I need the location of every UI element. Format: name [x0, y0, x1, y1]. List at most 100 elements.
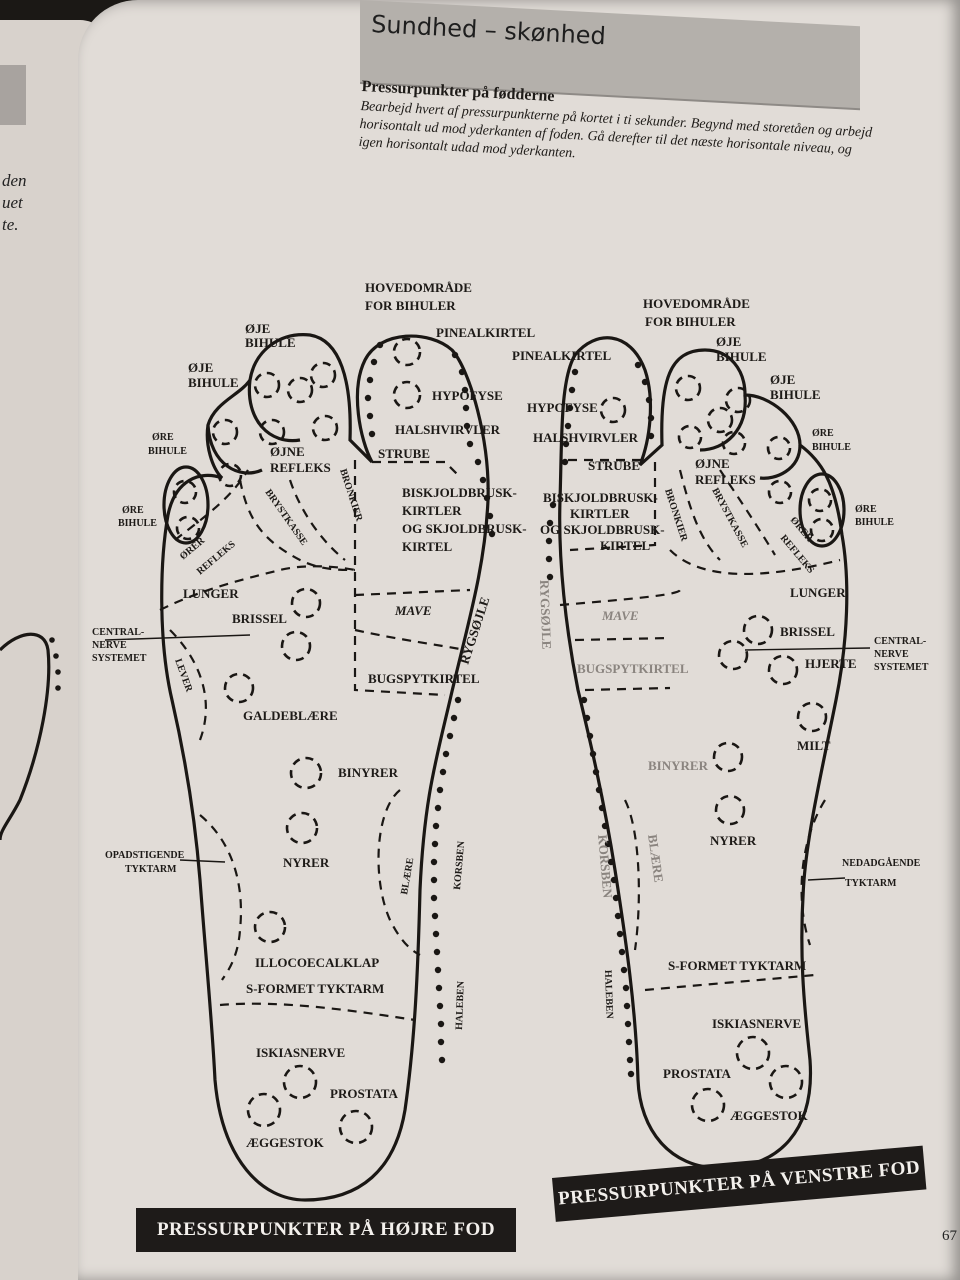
- left-zone-line: [669, 549, 841, 576]
- label-central: CENTRAL-: [874, 636, 926, 647]
- label-iskiasnerve: ISKIASNERVE: [256, 1045, 345, 1060]
- right-zone-line: [354, 628, 466, 652]
- left-text-line: uet: [2, 193, 23, 212]
- right-toe-5: [162, 465, 210, 545]
- label-bihule: BIHULE: [812, 442, 851, 453]
- label-oje: ØJE: [770, 372, 795, 387]
- label-haleben: HALEBEN: [602, 970, 615, 1020]
- label-haleben: HALEBEN: [454, 980, 467, 1030]
- page-number: 67: [942, 1228, 957, 1244]
- left-page-header-bar: [0, 65, 26, 125]
- label-prostata: PROSTATA: [330, 1086, 399, 1101]
- left-zone-line: [559, 588, 682, 607]
- right-zone-line: [219, 1002, 416, 1022]
- label-oje: ØJE: [188, 360, 213, 375]
- label-strube: STRUBE: [378, 446, 430, 461]
- label-bihule: BIHULE: [855, 517, 894, 528]
- left-zone-line: [644, 973, 816, 992]
- left-spine-dots: [545, 361, 655, 1078]
- left-text-line: den: [2, 171, 27, 190]
- label-oje: ØJE: [245, 321, 270, 336]
- label-bugspytkirtel: BUGSPYTKIRTEL: [368, 671, 480, 686]
- label-biskjoldbrusk: BISKJOLDBRUSK-: [543, 490, 658, 505]
- right-zone-line: [354, 588, 471, 597]
- label-hjerte: HJERTE: [805, 656, 857, 671]
- left-zone-line: [624, 799, 640, 951]
- right-zone-line: [238, 479, 356, 572]
- left-foot-outline: [558, 336, 849, 1170]
- label-pinealkirtel: PINEALKIRTEL: [512, 348, 612, 363]
- label-ojne: ØJNE: [270, 444, 305, 459]
- right-spine-dots: [364, 341, 496, 1064]
- left-page-text: den uet te.: [2, 170, 27, 236]
- label-korsben: KORSBEN: [595, 834, 616, 899]
- label-hypofyse: HYPOFYSE: [527, 400, 598, 415]
- label-nerve: NERVE: [92, 640, 127, 651]
- right-toe-3: [206, 424, 263, 475]
- left-zone-line: [678, 469, 721, 561]
- label-hovedomraade: HOVEDOMRÅDE: [643, 296, 750, 311]
- label-og-skjoldbrusk: OG SKJOLDBRUSK-: [540, 522, 665, 537]
- label-lunger: LUNGER: [790, 585, 846, 600]
- label-kirtler: KIRTLER: [570, 506, 630, 521]
- label-oje: ØJE: [716, 334, 741, 349]
- right-zone-line: [353, 460, 446, 697]
- right-pressure-points: [172, 337, 422, 1145]
- book-page: [78, 0, 960, 1280]
- right-foot-banner: PRESSURPUNKTER PÅ HØJRE FOD: [136, 1208, 516, 1252]
- label-pinealkirtel: PINEALKIRTEL: [436, 325, 536, 340]
- right-foot-diagram: HOVEDOMRÅDE FOR BIHULER PINEALKIRTEL ØJE…: [92, 280, 536, 1202]
- left-zone-line: [574, 636, 671, 642]
- label-ore: ØRE: [122, 505, 144, 516]
- label-bihule: BIHULE: [118, 518, 157, 529]
- label-nyrer: NYRER: [283, 855, 330, 870]
- left-toe-2: [699, 394, 747, 452]
- label-bronkier: BRONKIER: [662, 488, 690, 544]
- label-halshvirvler: HALSHVIRVLER: [533, 430, 639, 445]
- label-central: CENTRAL-: [92, 627, 144, 638]
- label-opadstigende: OPADSTIGENDE: [105, 850, 185, 861]
- left-toe-5: [798, 472, 846, 548]
- label-kirtel: KIRTEL: [600, 538, 650, 553]
- label-kirtler: KIRTLER: [402, 503, 462, 518]
- label-nyrer: NYRER: [710, 833, 757, 848]
- label-bronkier: BRONKIER: [337, 468, 365, 524]
- left-leader-line: [744, 647, 871, 651]
- left-foot-diagram: HOVEDOMRÅDE FOR BIHULER PINEALKIRTEL ØJE…: [512, 296, 929, 1170]
- left-page-foot-fragment: [0, 632, 61, 841]
- label-mave: MAVE: [601, 608, 639, 623]
- label-ore: ØRE: [812, 428, 834, 439]
- label-rygsojle: RYGSØJLE: [537, 580, 554, 650]
- label-mave: MAVE: [394, 603, 432, 618]
- label-ore: ØRE: [152, 432, 174, 443]
- label-s-formet-tyktarm: S-FORMET TYKTARM: [246, 981, 384, 996]
- label-orer: ØRER: [178, 535, 208, 562]
- left-zone-line: [800, 799, 826, 946]
- label-ore: ØRE: [855, 504, 877, 515]
- label-bihule: BIHULE: [245, 335, 296, 350]
- left-text-line: te.: [2, 215, 19, 234]
- label-nerve: NERVE: [874, 649, 909, 660]
- label-systemet: SYSTEMET: [874, 662, 929, 673]
- label-refleks: REFLEKS: [695, 472, 756, 487]
- label-binyrer: BINYRER: [648, 758, 709, 773]
- label-brissel: BRISSEL: [232, 611, 287, 626]
- label-brystkasse: BRYSTKASSE: [709, 486, 750, 550]
- label-for-bihuler: FOR BIHULER: [365, 298, 456, 313]
- label-biskjoldbrusk: BISKJOLDBRUSK-: [402, 485, 517, 500]
- label-ojne: ØJNE: [695, 456, 730, 471]
- label-systemet: SYSTEMET: [92, 653, 147, 664]
- label-s-formet-tyktarm: S-FORMET TYKTARM: [668, 958, 806, 973]
- label-aeggestok: ÆGGESTOK: [730, 1108, 809, 1123]
- right-zone-line: [159, 565, 356, 611]
- label-halshvirvler: HALSHVIRVLER: [395, 422, 501, 437]
- label-blaere: BLÆRE: [645, 833, 667, 883]
- label-galdeblaere: GALDEBLÆRE: [243, 708, 338, 723]
- label-tyktarm: TYKTARM: [845, 878, 897, 889]
- right-zone-line: [288, 479, 346, 561]
- label-blaere: BLÆRE: [399, 857, 416, 896]
- left-pressure-points: [599, 374, 835, 1123]
- label-bihule: BIHULE: [188, 375, 239, 390]
- left-zone-line: [719, 469, 776, 556]
- label-hypofyse: HYPOFYSE: [432, 388, 503, 403]
